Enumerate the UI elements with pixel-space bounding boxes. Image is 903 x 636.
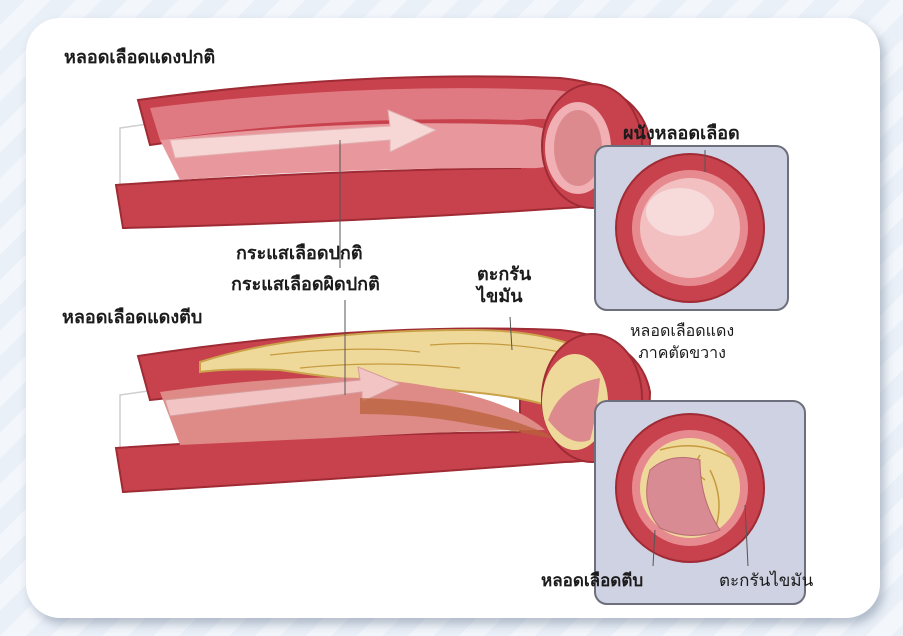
narrowed-artery-label: หลอดเลือดแดงตีบ	[62, 302, 202, 331]
vessel-wall-label: ผนังหลอดเลือด	[623, 118, 740, 147]
normal-cross-section	[595, 146, 788, 310]
normal-flow-label: กระแสเลือดปกติ	[236, 238, 363, 267]
narrowed-artery-tube	[116, 328, 650, 492]
plaque-label: ตะกรัน ไขมัน	[477, 264, 531, 308]
abnormal-flow-label: กระแสเลือดผิดปกติ	[231, 269, 380, 298]
narrowed-vessel-label: หลอดเลือดตีบ	[541, 567, 643, 594]
plaque-fat-label: ตะกรันไขมัน	[719, 567, 813, 594]
cross-section-label: หลอดเลือดแดง ภาคตัดขวาง	[630, 320, 734, 364]
normal-artery-label: หลอดเลือดแดงปกติ	[64, 42, 215, 71]
normal-artery-tube	[116, 76, 650, 228]
